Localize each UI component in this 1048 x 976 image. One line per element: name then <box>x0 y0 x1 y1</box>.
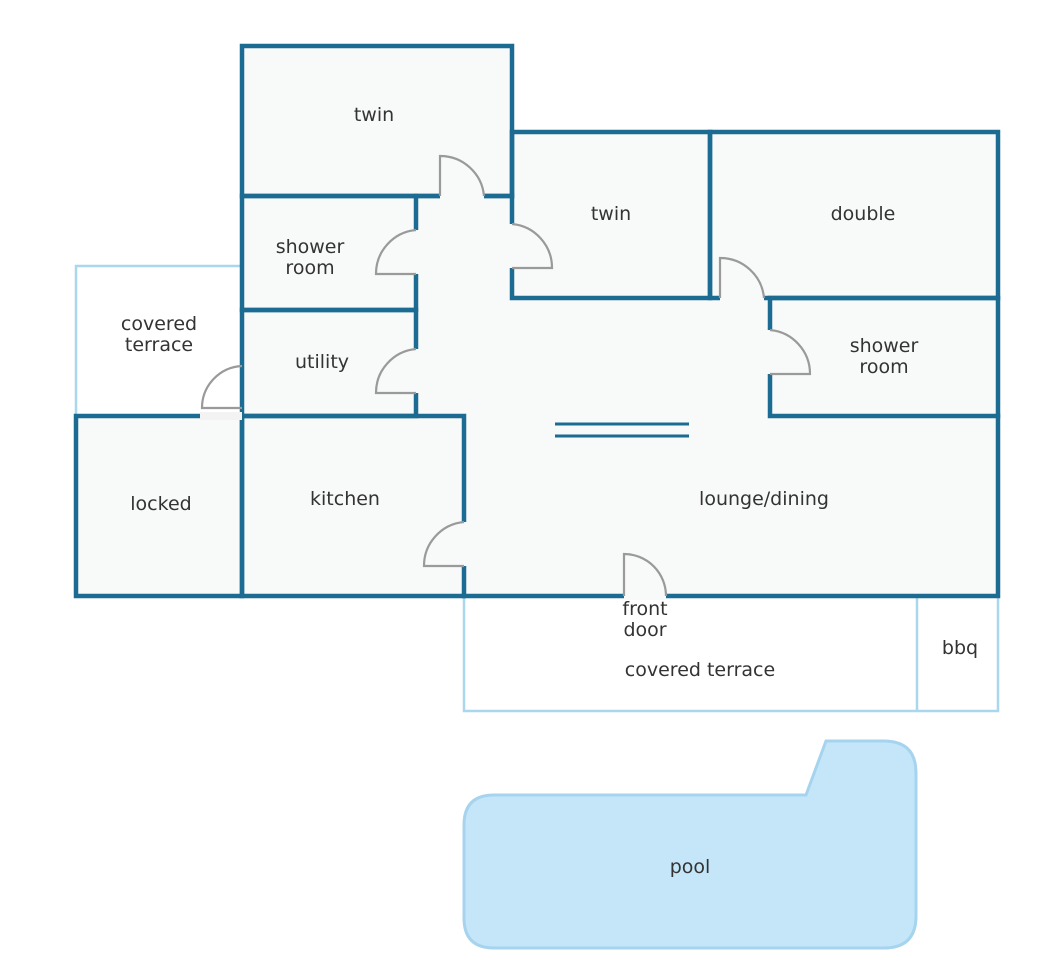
label-utility: utility <box>295 351 349 373</box>
room-labels: twin twin double shower room shower room… <box>121 104 978 878</box>
label-double: double <box>831 203 896 225</box>
label-locked: locked <box>130 493 191 515</box>
label-covered-terrace-left-line1: covered <box>121 313 197 335</box>
door-twin-mid <box>511 222 554 270</box>
label-twin-mid: twin <box>591 203 631 225</box>
label-front-door-line2: door <box>623 619 666 641</box>
door-utility <box>374 347 417 395</box>
door-kitchen <box>422 520 465 568</box>
label-shower-room-right-line1: shower <box>850 335 919 357</box>
pool-shape <box>462 739 918 950</box>
room-fills <box>76 46 998 596</box>
label-shower-room-left-line2: room <box>285 257 334 279</box>
door-double <box>718 256 766 299</box>
label-kitchen: kitchen <box>310 488 380 510</box>
door-shower-left <box>374 228 417 276</box>
label-front-door-line1: front <box>622 598 667 620</box>
label-shower-room-right-line2: room <box>859 356 908 378</box>
door-shower-right <box>769 328 812 376</box>
covered-terrace-bottom-outline <box>462 596 1000 713</box>
door-twin-top <box>438 154 486 197</box>
door-front <box>622 552 668 597</box>
label-shower-room-left-line1: shower <box>276 236 345 258</box>
label-lounge-dining: lounge/dining <box>699 488 829 510</box>
door-swings <box>200 154 812 597</box>
door-gaps <box>200 192 774 600</box>
label-covered-terrace-bottom: covered terrace <box>625 659 775 681</box>
label-bbq: bbq <box>942 637 978 659</box>
stair-marker <box>555 422 689 438</box>
label-covered-terrace-left-line2: terrace <box>125 334 193 356</box>
label-pool: pool <box>670 856 711 878</box>
door-utility-terrace <box>200 364 243 410</box>
label-twin-top: twin <box>354 104 394 126</box>
